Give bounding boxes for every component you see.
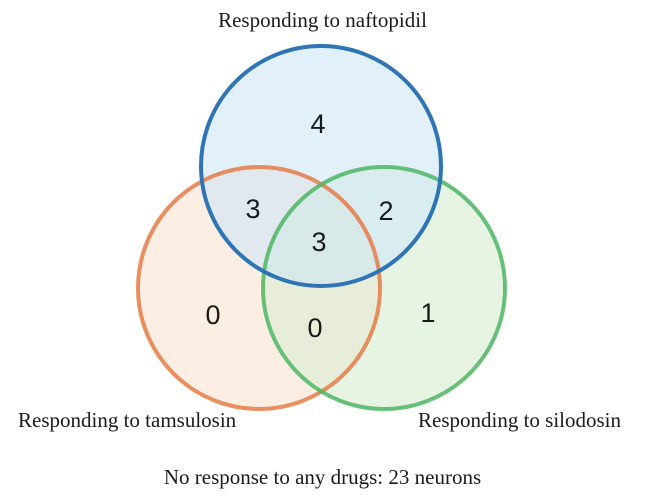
silodosin-circle-outline	[261, 165, 507, 411]
silodosin-set-label: Responding to silodosin	[418, 408, 622, 432]
count-tamsulosin-silodosin: 0	[307, 313, 322, 343]
naftopidil-circle-outline	[199, 44, 443, 288]
count-naftopidil-only: 4	[310, 109, 325, 139]
count-naftopidil-silodosin: 2	[378, 196, 393, 226]
circle-outlines	[136, 44, 507, 411]
count-silodosin-only: 1	[420, 298, 435, 328]
count-naftopidil-tamsulosin: 3	[245, 194, 260, 224]
region-counts: 4 3 2 3 0 0 1	[205, 109, 435, 343]
tamsulosin-circle-outline	[136, 165, 382, 411]
naftopidil-set-label: Responding to naftopidil	[218, 8, 427, 32]
naftopidil-circle-fill	[201, 46, 441, 286]
circle-fills	[138, 46, 505, 409]
count-tamsulosin-only: 0	[205, 300, 220, 330]
tamsulosin-set-label: Responding to tamsulosin	[18, 408, 237, 432]
count-all-three: 3	[311, 227, 326, 257]
no-response-note: No response to any drugs: 23 neurons	[163, 465, 482, 489]
